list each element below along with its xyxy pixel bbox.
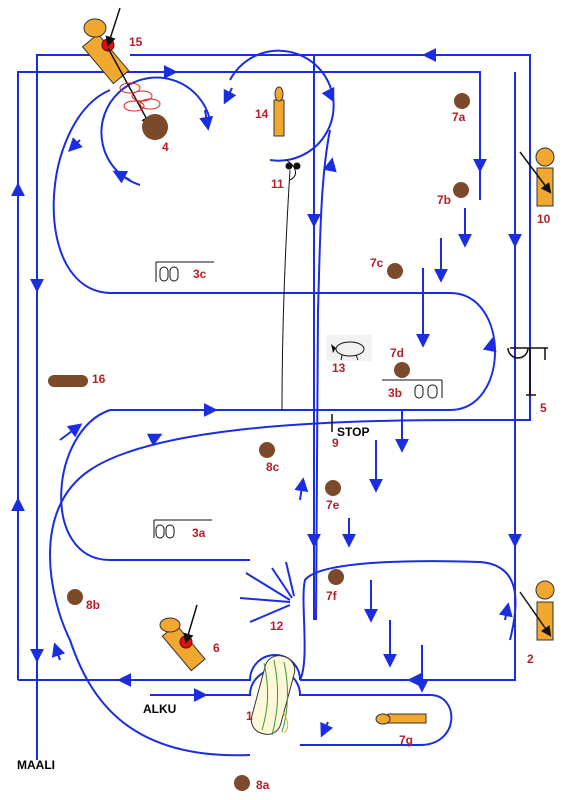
label-5: 5	[540, 401, 547, 415]
route-outer-left	[17, 71, 314, 680]
target-7b	[453, 182, 469, 198]
station-14-figure	[273, 86, 301, 170]
label-7c: 7c	[370, 256, 384, 270]
label-11: 11	[271, 177, 284, 191]
wire-line	[281, 169, 291, 411]
target-7a	[454, 93, 470, 109]
target-7g	[375, 713, 427, 725]
route-right	[300, 72, 516, 681]
label-16: 16	[92, 372, 106, 386]
route-bottom	[18, 654, 301, 681]
finish-label: MAALI	[17, 758, 55, 772]
target-7f	[328, 569, 344, 585]
route-top-inner	[314, 71, 481, 200]
label-15: 15	[129, 35, 143, 49]
station-1-tube	[250, 655, 296, 736]
label-12: 12	[270, 619, 284, 633]
label-7b: 7b	[437, 193, 451, 207]
label-4: 4	[162, 140, 169, 154]
target-8c	[259, 442, 275, 458]
label-14: 14	[255, 107, 269, 121]
label-7g: 7g	[399, 733, 413, 747]
station-labels: 1 2 3a 3b 3c 4 5 6 7a 7b 7c 7d 7e 7f 7g …	[17, 35, 551, 792]
symbol-3b	[382, 379, 443, 399]
station-6-figure	[159, 604, 206, 672]
station-2-figure	[519, 580, 555, 641]
label-6: 6	[213, 641, 220, 655]
label-8a: 8a	[256, 778, 270, 792]
stop-label: STOP	[337, 425, 369, 439]
label-3a: 3a	[192, 526, 206, 540]
start-label: ALKU	[143, 702, 176, 716]
route-inner-left	[36, 54, 110, 760]
target-8b	[67, 589, 83, 605]
label-7a: 7a	[452, 110, 466, 124]
label-9: 9	[332, 436, 339, 450]
symbol-3c	[155, 261, 214, 282]
target-7d	[394, 362, 410, 378]
label-1: 1	[246, 709, 253, 723]
label-7d: 7d	[390, 346, 404, 360]
label-13: 13	[332, 361, 346, 375]
station-10-figure	[519, 147, 555, 207]
label-3c: 3c	[193, 267, 207, 281]
gate-5	[507, 347, 548, 396]
target-4	[142, 114, 168, 140]
boar-13-icon	[326, 335, 372, 361]
label-2: 2	[527, 652, 534, 666]
route-loop-4	[52, 89, 496, 411]
label-8c: 8c	[266, 460, 280, 474]
label-8b: 8b	[86, 598, 100, 612]
target-7c	[387, 263, 403, 279]
symbol-3a	[153, 519, 212, 539]
label-7e: 7e	[326, 498, 340, 512]
label-7f: 7f	[326, 589, 338, 603]
label-3b: 3b	[388, 386, 402, 400]
target-7e	[325, 480, 341, 496]
route-top-right	[130, 54, 531, 421]
route-lines	[11, 48, 531, 760]
target-16	[48, 375, 88, 387]
station-15-figure	[81, 7, 152, 127]
target-8a	[234, 775, 250, 791]
label-10: 10	[537, 212, 551, 226]
burst-12	[239, 561, 295, 623]
